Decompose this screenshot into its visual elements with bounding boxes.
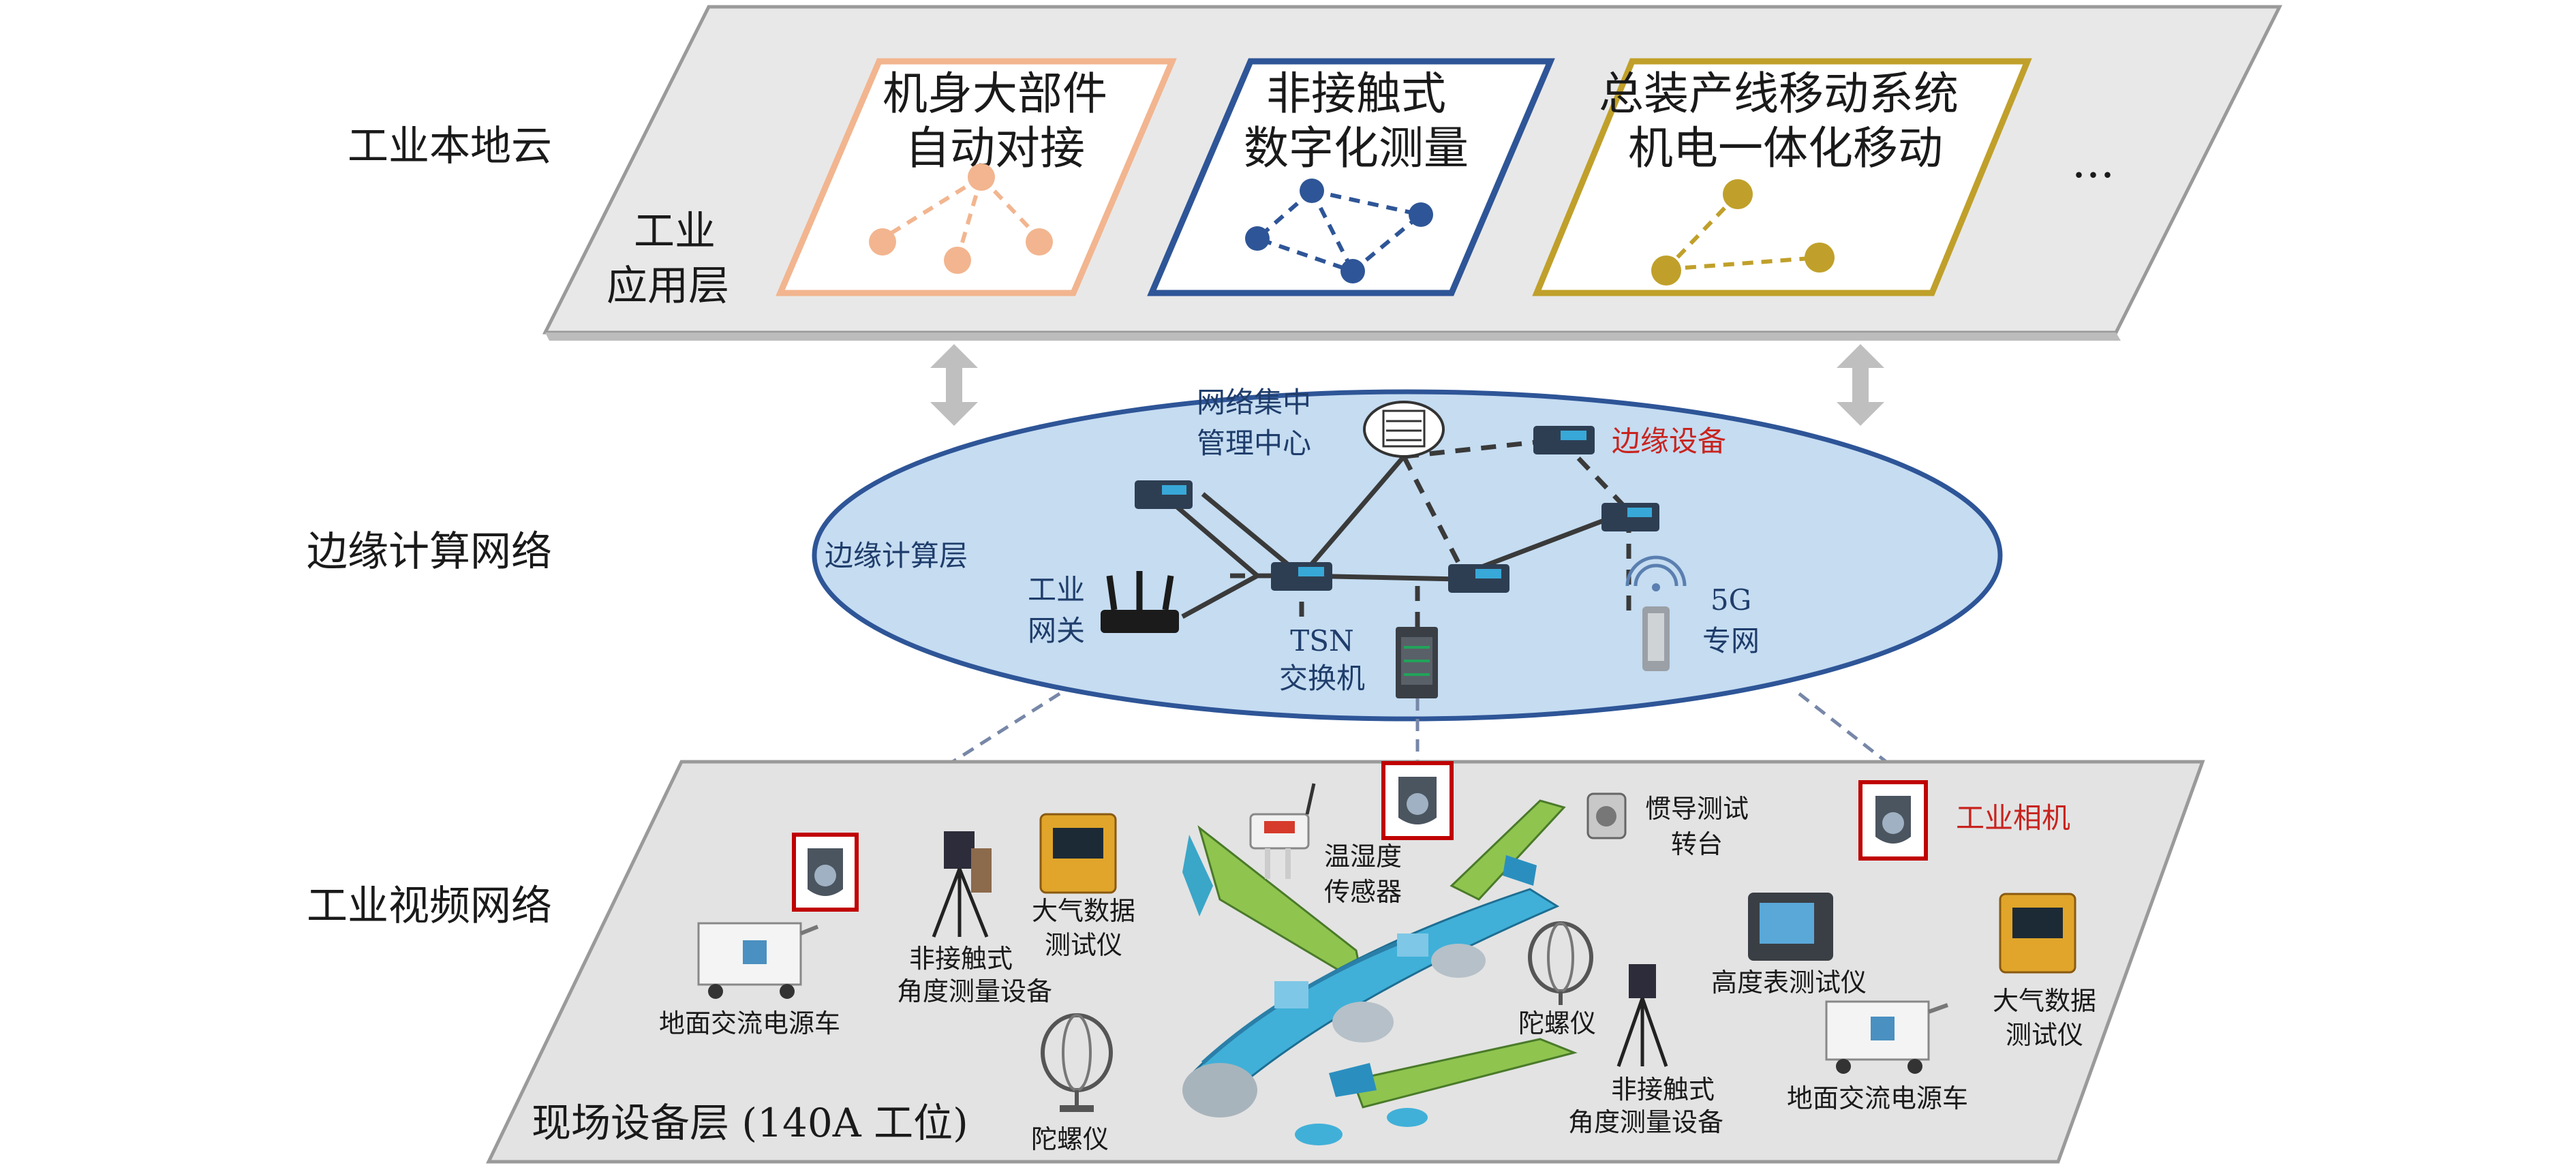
- card-mobility-nodes: [1651, 179, 1835, 285]
- 5g-label-2: 专网: [1702, 624, 1760, 658]
- inertial-label-2: 转台: [1671, 829, 1723, 859]
- field-layer-name: 现场设备层 (140A 工位): [532, 1100, 968, 1146]
- bidirectional-arrow-right: [1837, 344, 1884, 426]
- card-docking-line1: 机身大部件: [883, 67, 1107, 120]
- industrial-gateway-icon[interactable]: [1101, 571, 1179, 633]
- ground-power-right-label: 地面交流电源车: [1787, 1083, 1968, 1113]
- air-data-tester-icon[interactable]: [1039, 813, 1117, 894]
- card-mobility-graph: [1664, 192, 1820, 271]
- air-data-right-label-2: 测试仪: [2006, 1020, 2083, 1050]
- temp-humidity-label-2: 传感器: [1324, 877, 1402, 907]
- card-measure-nodes: [1245, 179, 1433, 283]
- ground-power-cart-icon[interactable]: [697, 922, 819, 999]
- management-center-label-1: 网络集中: [1197, 386, 1311, 419]
- app-card-mobility[interactable]: 总装产线移动系统 机电一体化移动: [1532, 58, 2032, 296]
- gyro-right-label: 陀螺仪: [1518, 1008, 1596, 1038]
- altimeter-label: 高度表测试仪: [1711, 968, 1867, 998]
- air-data-right-label-1: 大气数据: [1993, 986, 2096, 1016]
- 5g-tower-icon[interactable]: [1625, 555, 1687, 671]
- inertial-turntable-icon[interactable]: [1586, 792, 1627, 839]
- gyroscope-icon[interactable]: [1041, 1013, 1113, 1112]
- bidirectional-arrow-left: [930, 344, 978, 426]
- air-data-left-label-2: 测试仪: [1045, 930, 1122, 960]
- app-card-docking[interactable]: 机身大部件 自动对接: [776, 58, 1177, 296]
- tsn-switch-label-1: TSN: [1290, 624, 1354, 658]
- noncontact-left-label-2: 角度测量设备: [897, 976, 1052, 1006]
- altimeter-tester-icon[interactable]: [1748, 893, 1833, 961]
- temp-humidity-sensor-icon[interactable]: [1249, 783, 1316, 879]
- edge-layer-name: 边缘计算层: [825, 539, 968, 572]
- industrial-camera-icon[interactable]: [792, 833, 859, 912]
- temp-humidity-label-1: 温湿度: [1324, 841, 1402, 871]
- app-layer-name-2: 应用层: [607, 262, 729, 310]
- gyro-left-label: 陀螺仪: [1031, 1124, 1109, 1154]
- edge-node-icon[interactable]: [1601, 503, 1659, 531]
- noncontact-left-label-1: 非接触式: [909, 944, 1013, 974]
- app-card-measurement[interactable]: 非接触式 数字化测量: [1147, 58, 1555, 296]
- industrial-camera-label: 工业相机: [1956, 801, 2070, 835]
- tsn-switch-label-2: 交换机: [1279, 662, 1365, 695]
- card-measure-line2: 数字化测量: [1244, 122, 1469, 174]
- cloud-label: 工业本地云: [348, 123, 552, 170]
- tsn-switch-icon[interactable]: [1396, 627, 1438, 698]
- card-docking-line2: 自动对接: [905, 122, 1085, 174]
- edge-node-icon[interactable]: [1448, 564, 1509, 593]
- ground-power-cart-icon[interactable]: [1825, 1000, 1949, 1074]
- edge-node-icon[interactable]: [1135, 480, 1193, 509]
- noncontact-angle-device-icon[interactable]: [932, 831, 992, 938]
- edge-network-label: 边缘计算网络: [307, 528, 552, 576]
- air-data-tester-icon[interactable]: [1999, 893, 2076, 974]
- edge-device-node-icon[interactable]: [1533, 426, 1595, 454]
- card-mobility-line2: 机电一体化移动: [1628, 122, 1943, 174]
- gateway-label-1: 工业: [1028, 573, 1085, 606]
- video-network-label: 工业视频网络: [307, 882, 552, 930]
- industrial-camera-icon[interactable]: [1858, 780, 1928, 861]
- app-layer-edge: [545, 333, 2121, 341]
- card-docking-graph: [881, 175, 1041, 260]
- management-center-server-icon[interactable]: [1363, 401, 1445, 458]
- aircraft-exploded-illustration: [1182, 799, 1578, 1145]
- card-mobility-line1: 总装产线移动系统: [1599, 67, 1959, 120]
- gateway-label-2: 网关: [1028, 614, 1085, 647]
- edge-layer-ellipse: [812, 389, 2003, 722]
- noncontact-right-label-1: 非接触式: [1611, 1075, 1715, 1105]
- card-measure-line1: 非接触式: [1266, 67, 1446, 120]
- industrial-camera-icon[interactable]: [1381, 761, 1454, 840]
- app-layer-name-1: 工业: [634, 208, 716, 256]
- management-center-label-2: 管理中心: [1197, 427, 1311, 460]
- edge-node-icon[interactable]: [1271, 562, 1332, 591]
- gyroscope-icon[interactable]: [1528, 921, 1593, 1005]
- inertial-label-1: 惯导测试: [1645, 794, 1749, 824]
- noncontact-angle-device-icon[interactable]: [1616, 964, 1668, 1067]
- card-docking-nodes: [869, 164, 1053, 274]
- edge-device-label: 边缘设备: [1612, 424, 1726, 458]
- noncontact-right-label-2: 角度测量设备: [1568, 1107, 1723, 1137]
- more-apps-ellipsis: ...: [2072, 136, 2115, 188]
- ground-power-left-label: 地面交流电源车: [659, 1008, 840, 1038]
- 5g-label-1: 5G: [1711, 583, 1751, 617]
- air-data-left-label-1: 大气数据: [1032, 896, 1135, 926]
